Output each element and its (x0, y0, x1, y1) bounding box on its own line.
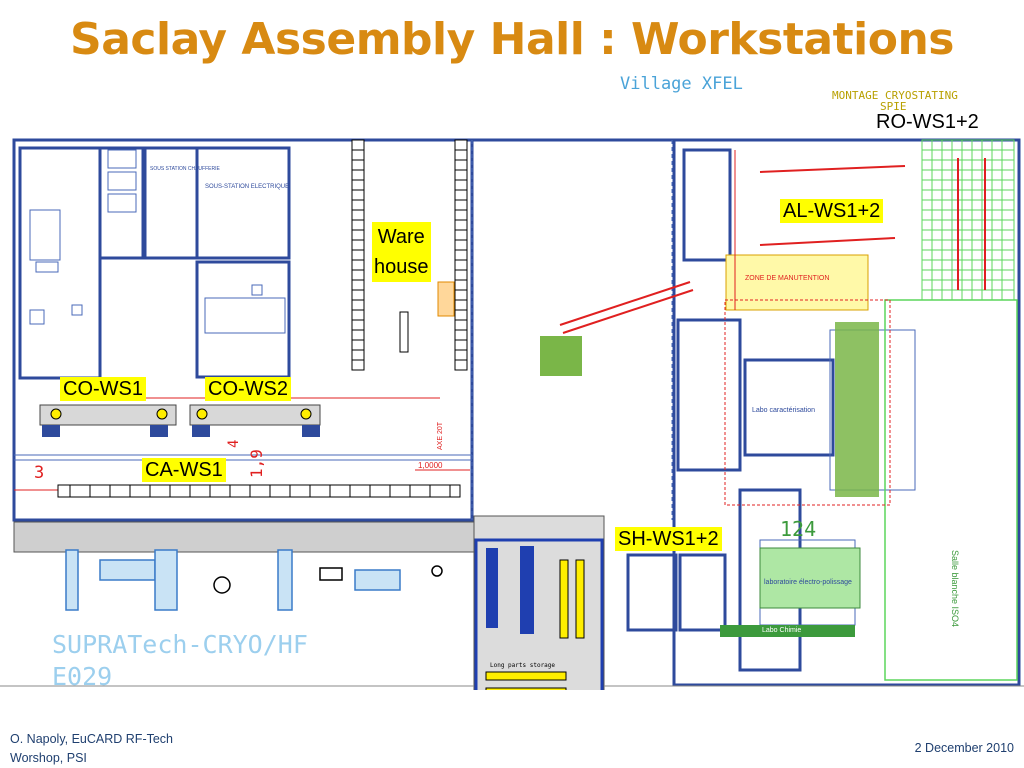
long-parts-text: Long parts storage (490, 662, 555, 669)
labo-electropolissage-text: laboratoire électro-polissage (764, 579, 852, 586)
co-ws2-label: CO-WS2 (205, 377, 291, 401)
clean-rooms (720, 299, 1018, 681)
zone-manutention-text: ZONE DE MANUTENTION (745, 275, 829, 282)
warehouse-label-line1: Ware (377, 226, 425, 248)
dim-19-text: 1,9 (247, 449, 266, 478)
village-xfel-text: Village XFEL (620, 74, 743, 94)
floor-plan: Village XFEL MONTAGE CRYOSTATING SPIE SO… (0, 74, 1024, 690)
footer-author: O. Napoly, EuCARD RF-Tech Worshop, PSI (10, 730, 173, 768)
ca-ws-label: CA-WS1 (142, 458, 226, 482)
footer-date: 2 December 2010 (914, 741, 1014, 755)
warehouse-racks (351, 139, 468, 371)
supratech-text: SUPRATech-CRYO/HF (52, 630, 308, 659)
ro-ws-label: RO-WS1+2 (873, 110, 982, 134)
lower-left-fixtures (213, 565, 443, 594)
warehouse-label-line2: house (374, 256, 429, 278)
montage-text: MONTAGE CRYOSTATING (832, 89, 958, 102)
co-ws1-label: CO-WS1 (60, 377, 146, 401)
lower-left-rooms (65, 549, 401, 611)
cryomodule-rail (57, 484, 461, 498)
handling-zone (725, 254, 869, 311)
warehouse-label: Ware house (372, 222, 431, 282)
salle-blanche-text: Salle blanche ISO4 (950, 550, 960, 627)
green-marker (540, 336, 582, 376)
room-124-text: 124 (780, 517, 816, 541)
sh-ws-label: SH-WS1+2 (615, 527, 722, 551)
dim-3-text: 3 (34, 463, 44, 483)
labo-caracterisation-text: Labo caractérisation (752, 407, 815, 414)
long-parts-storage (473, 515, 605, 690)
dim-4-text: 4 (226, 440, 242, 448)
co-workstation-frames (39, 404, 321, 437)
page-title: Saclay Assembly Hall : Workstations (70, 14, 954, 65)
sous-station-electrique-text: SOUS-STATION ELECTRIQUE (205, 184, 289, 190)
al-ws-label: AL-WS1+2 (780, 199, 884, 223)
cryostating-grid (921, 139, 1015, 301)
room-code-text: E029 (52, 662, 112, 690)
footer-author-line1: O. Napoly, EuCARD RF-Tech (10, 732, 174, 746)
sous-station-chaufferie-text: SOUS STATION CHAUFFERIE (150, 166, 220, 172)
labo-chimie-text: Labo Chimie (762, 627, 801, 634)
dim-1000-text: 1,0000 (418, 461, 443, 470)
ground-hatching (13, 521, 475, 553)
footer-author-line2: Worshop, PSI (10, 751, 87, 765)
axe-text: AXE 20T (437, 421, 444, 450)
spie-text: SPIE (880, 100, 907, 113)
